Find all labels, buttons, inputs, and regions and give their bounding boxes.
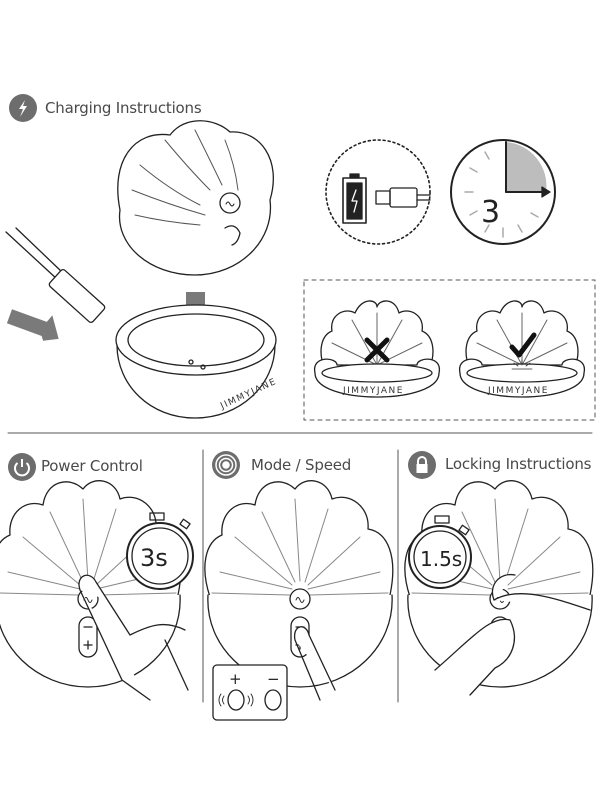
correct-placement: JIMMYJANE [458, 300, 586, 398]
plus-label: + [229, 670, 242, 688]
arrow-insert-left [6, 309, 59, 341]
svg-text:JIMMYJANE: JIMMYJANE [487, 386, 549, 396]
cable-usb-c [5, 227, 106, 323]
placement-check-box [303, 279, 596, 421]
charging-hours: 3 [481, 195, 500, 230]
power-hold-time: 3s [140, 544, 168, 572]
stopwatch-3s [126, 512, 194, 590]
charging-instructions-heading: Charging Instructions [45, 99, 202, 117]
power-control-heading: Power Control [41, 457, 143, 475]
battery-charging-graphic [325, 139, 431, 245]
minus-label: − [267, 670, 280, 688]
device-top [117, 120, 274, 276]
charging-time-clock [450, 139, 556, 245]
lock-hold-time: 1.5s [420, 547, 462, 571]
vibration-waves-icon [212, 451, 240, 479]
padlock-icon [408, 451, 436, 479]
lightning-bolt-icon [9, 94, 37, 122]
incorrect-placement: JIMMYJANE [313, 300, 441, 398]
stopwatch-1-5s [408, 515, 472, 589]
mode-device [204, 480, 394, 688]
mode-speed-heading: Mode / Speed [251, 456, 352, 474]
svg-text:JIMMYJANE: JIMMYJANE [342, 386, 404, 396]
finger-plus [293, 626, 336, 701]
charging-dock: JIMMYJANE [115, 304, 279, 419]
power-icon [8, 453, 36, 481]
finger-press [78, 574, 189, 701]
button-guide-inset [212, 664, 288, 721]
fingers-pinch [434, 573, 591, 696]
locking-instructions-heading: Locking Instructions [445, 455, 592, 473]
